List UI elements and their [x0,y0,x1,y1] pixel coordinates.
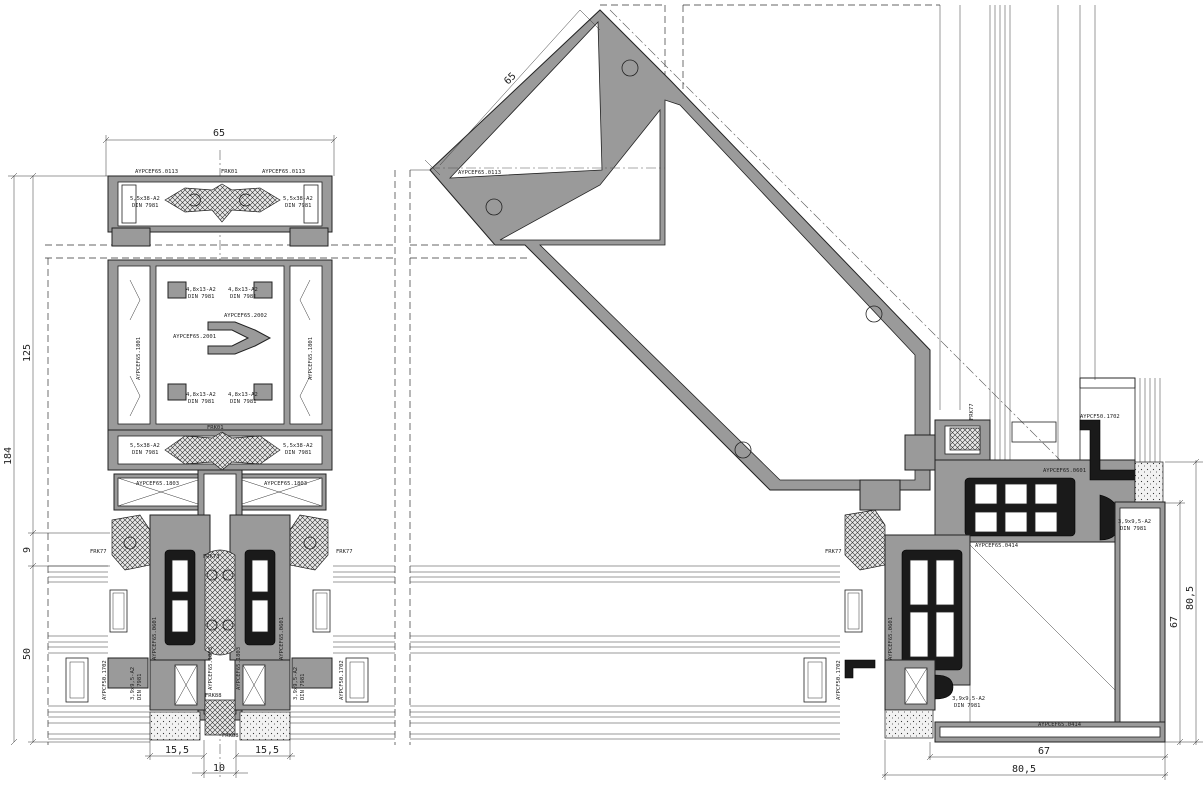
label-bead-corner: AYPCF50.1702 [1080,414,1120,420]
frk77-gaskets [111,514,329,571]
label-bead-left: AYPCF50.1702 [102,660,108,700]
label-cap-right: AYPCEF65.0113 [262,169,305,175]
label-cap-center: FRK01 [221,169,238,175]
label-bead-right: AYPCF50.1702 [339,660,345,700]
label-frk73: FRK73 [203,554,220,560]
dim-bottom-left: 15,5 [165,745,189,756]
dim-bottom-center: 10 [213,763,225,774]
label-connector-top: AYPCEF65.2002 [224,313,267,319]
label-screw-13-br: 4,8x13-A2 [228,392,258,398]
corner-frame [844,419,1166,743]
label-diag-cap: AYPCEF65.0113 [458,170,501,176]
glass-lines-left [48,565,395,740]
label-screw-39-left: 3,9x9,5-A2 [130,667,136,700]
label-frk88-bottom: FRK88 [222,733,239,739]
label-profile-1803-left: AYPCEF65.1803 [208,647,214,690]
label-sash-corner-vert: AYPCEF65.0601 [888,617,894,660]
label-screw-39-right-din: DIN 7981 [300,674,306,701]
label-mullion-left: AYPCEF65.1801 [136,337,142,380]
label-screw-39-left-din: DIN 7981 [137,674,143,701]
label-screw-13-bl-din: DIN 7981 [188,399,215,405]
label-screw-mid-right: 5,5x38-A2 [283,443,313,449]
label-frame-corner-bottom: AYPCEF65.0414 [1038,722,1082,728]
diagonal-profile [424,9,1096,496]
label-frk88-top: FRK88 [205,693,222,699]
top-cap-profile [107,175,333,247]
dim-top-width: 65 [213,128,225,139]
label-profile-1803-right: AYPCEF65.1803 [236,647,242,690]
thermal-break-center [149,514,291,661]
label-screw-30-right-din: DIN 7981 [285,203,312,209]
dim-diag-width: 65 [502,71,518,87]
label-frk77-right: FRK77 [336,549,353,555]
label-screw-mid-left-din: DIN 7981 [132,450,159,456]
left-section-drawing [8,135,396,780]
label-screw-corner-bottom: 3,9x9,5-A2 [952,696,985,702]
label-screw-30-left: 5,5x38-A2 [130,196,160,202]
label-cap-left: AYPCEF65.0113 [135,169,178,175]
label-frk77-left: FRK77 [90,549,107,555]
label-screw-mid-left: 5,5x38-A2 [130,443,160,449]
label-sash-corner-top: AYPCEF65.0601 [1043,468,1086,474]
label-frame-corner: AYPCEF65.0414 [975,543,1019,549]
label-bead-corner-vert: AYPCF50.1702 [836,660,842,700]
dim-right-bottom-inner: 67 [1038,746,1050,757]
dim-right-vertical-outer: 80,5 [1185,586,1196,610]
mullion-body [107,259,333,431]
label-screw-13-tl-din: DIN 7981 [188,294,215,300]
label-screw-30-left-din: DIN 7981 [132,203,159,209]
label-frk77-corner-top: FRK77 [969,403,975,420]
dim-height-lower: 50 [22,648,33,660]
label-mullion-right: AYPCEF65.1801 [308,337,314,380]
label-screw-13-bl: 4,8x13-A2 [186,392,216,398]
label-screw-corner-right: 3,9x9,5-A2 [1118,519,1151,525]
label-screw-mid-right-din: DIN 7981 [285,450,312,456]
mullion-connector [107,429,333,471]
label-screw-13-br-din: DIN 7981 [230,399,257,405]
label-insert-left: AYPCEF65.1803 [136,481,179,487]
right-section-drawing [409,4,1203,780]
dim-right-bottom-outer: 80,5 [1012,764,1036,775]
label-frk77-corner-left: FRK77 [825,549,842,555]
label-frk01-mid: FRK01 [207,425,224,431]
label-screw-13-tr-din: DIN 7981 [230,294,257,300]
label-sash-left: AYPCEF65.0601 [152,617,158,660]
label-insert-right: AYPCEF65.1803 [264,481,307,487]
label-sash-right: AYPCEF65.0601 [279,617,285,660]
label-screw-13-tr: 4,8x13-A2 [228,287,258,293]
label-screw-30-right: 5,5x38-A2 [283,196,313,202]
dim-bottom-right: 15,5 [255,745,279,756]
label-connector-bottom: AYPCEF65.2001 [173,334,216,340]
label-screw-corner-right-din: DIN 7981 [1120,526,1147,532]
dim-right-vertical-inner: 67 [1169,616,1180,628]
dim-height-total: 184 [3,447,14,465]
label-screw-corner-bottom-din: DIN 7981 [954,703,981,709]
label-screw-39-right: 3,9x9,5-A2 [293,667,299,700]
label-screw-13-tl: 4,8x13-A2 [186,287,216,293]
dim-height-gap: 9 [22,547,33,553]
lower-sashes [107,657,333,741]
dim-height-upper: 125 [22,344,33,362]
